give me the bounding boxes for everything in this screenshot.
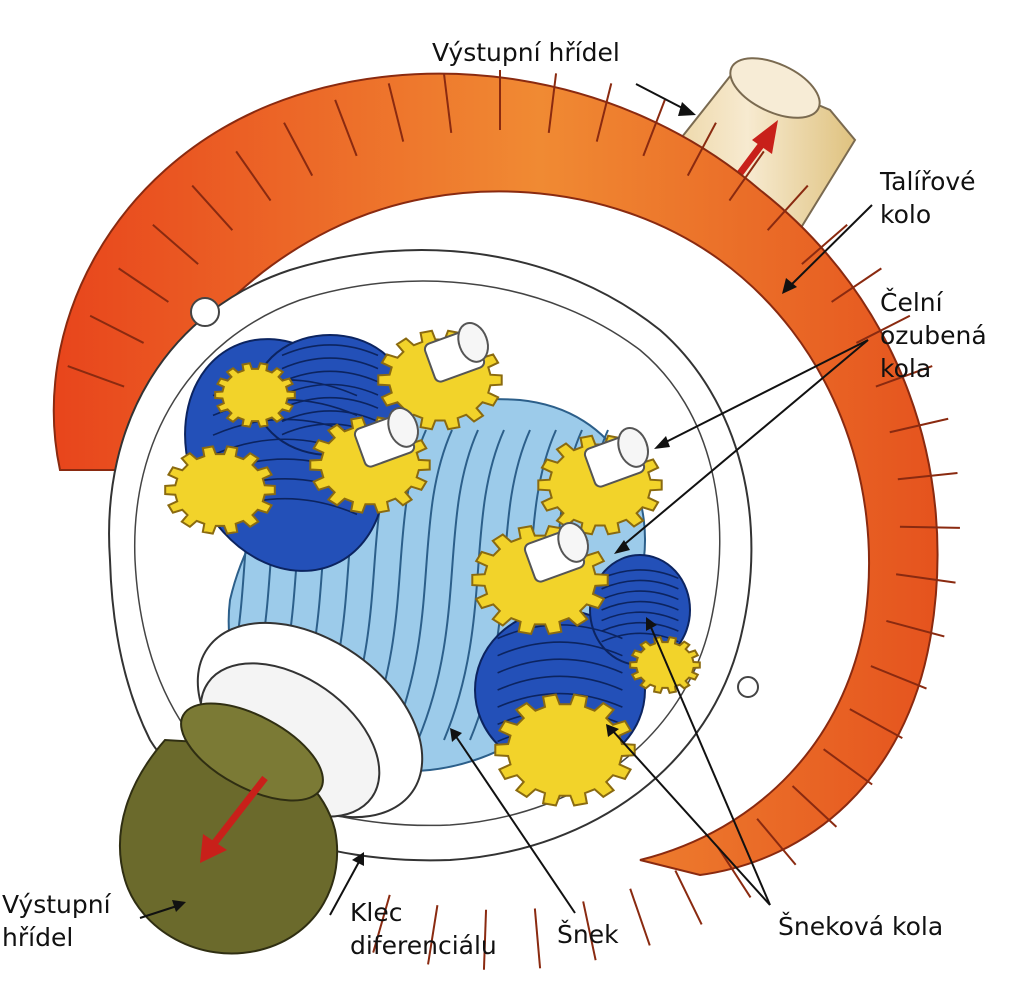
- spur-gear: [537, 427, 663, 536]
- label-spur-gears-line2: ozubená: [880, 321, 987, 350]
- spur-gear: [214, 362, 296, 428]
- ring-gear: [52, 70, 960, 970]
- label-ring-gear-line1: Talířové: [880, 167, 976, 196]
- label-spur-gears: Čelní ozubená kola: [880, 286, 987, 385]
- label-output-shaft-top: Výstupní hřídel: [432, 36, 620, 69]
- spur-gear: [164, 445, 276, 535]
- spur-gear: [629, 636, 701, 694]
- label-cage-line2: diferenciálu: [350, 931, 497, 960]
- label-cage-line1: Klec: [350, 898, 403, 927]
- leader-arrowheads: [172, 102, 797, 912]
- leader-lines: [139, 83, 873, 919]
- spur-gear: [471, 522, 609, 636]
- label-ring-gear: Talířové kolo: [880, 165, 976, 231]
- spur-gear: [309, 407, 431, 514]
- spur-gear: [494, 693, 636, 807]
- label-worm: Šnek: [557, 918, 619, 951]
- label-output-shaft-bottom-line1: Výstupní: [2, 890, 111, 919]
- output-shaft-bottom: [118, 621, 424, 955]
- label-cage: Klec diferenciálu: [350, 896, 497, 962]
- arrow-down-icon: [200, 775, 268, 863]
- label-worm-wheels-text: Šneková kola: [778, 912, 944, 941]
- label-output-shaft-bottom: Výstupní hřídel: [2, 888, 111, 954]
- label-worm-text: Šnek: [557, 920, 619, 949]
- label-ring-gear-line2: kolo: [880, 200, 932, 229]
- label-output-shaft-bottom-line2: hřídel: [2, 923, 74, 952]
- spur-gears: [164, 322, 701, 807]
- label-worm-wheels: Šneková kola: [778, 910, 943, 943]
- spur-gear: [377, 322, 503, 431]
- label-spur-gears-line1: Čelní: [880, 288, 943, 317]
- label-spur-gears-line3: kola: [880, 354, 932, 383]
- label-output-shaft-top-text: Výstupní hřídel: [432, 38, 620, 67]
